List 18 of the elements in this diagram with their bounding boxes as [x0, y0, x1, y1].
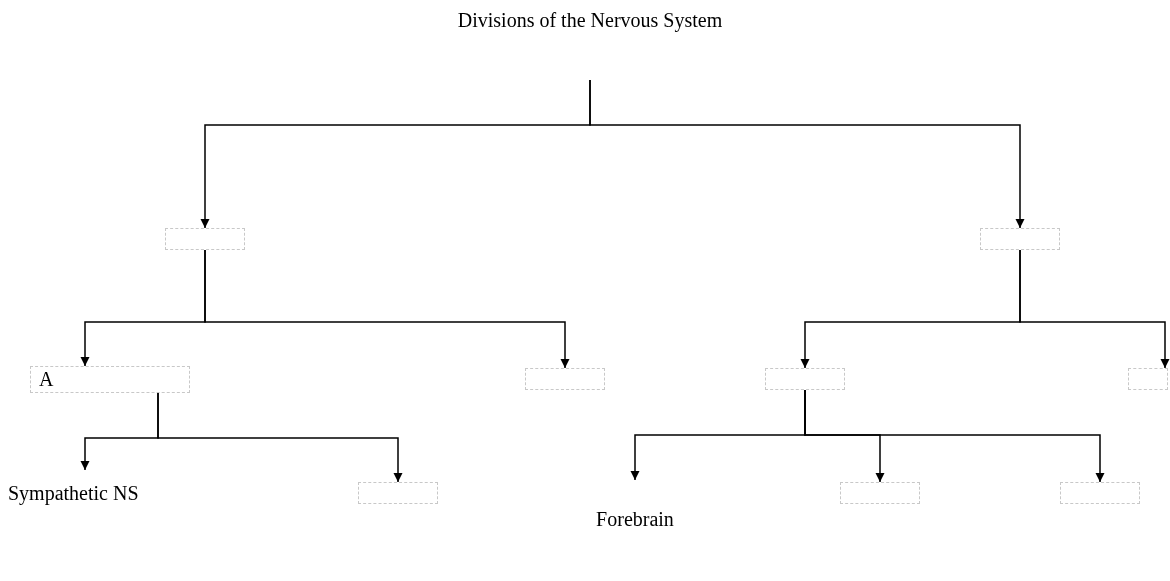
answer-blank: [165, 228, 245, 250]
arrow: [157, 392, 403, 483]
arrow: [1019, 249, 1170, 369]
arrow: [589, 79, 1025, 229]
answer-blank: [980, 228, 1060, 250]
answer-blank: [525, 368, 605, 390]
arrow: [804, 389, 1105, 483]
answer-blank: [1060, 482, 1140, 504]
answer-blank: [765, 368, 845, 390]
answer-blank: [840, 482, 920, 504]
node-label: Divisions of the Nervous System: [456, 8, 724, 33]
node-label: Forebrain: [595, 507, 675, 532]
node-label: Sympathetic NS: [8, 481, 140, 506]
node-label: A: [39, 367, 55, 392]
arrow: [204, 249, 570, 369]
answer-blank: [358, 482, 438, 504]
answer-blank: [30, 366, 190, 393]
answer-blank: [1128, 368, 1168, 390]
